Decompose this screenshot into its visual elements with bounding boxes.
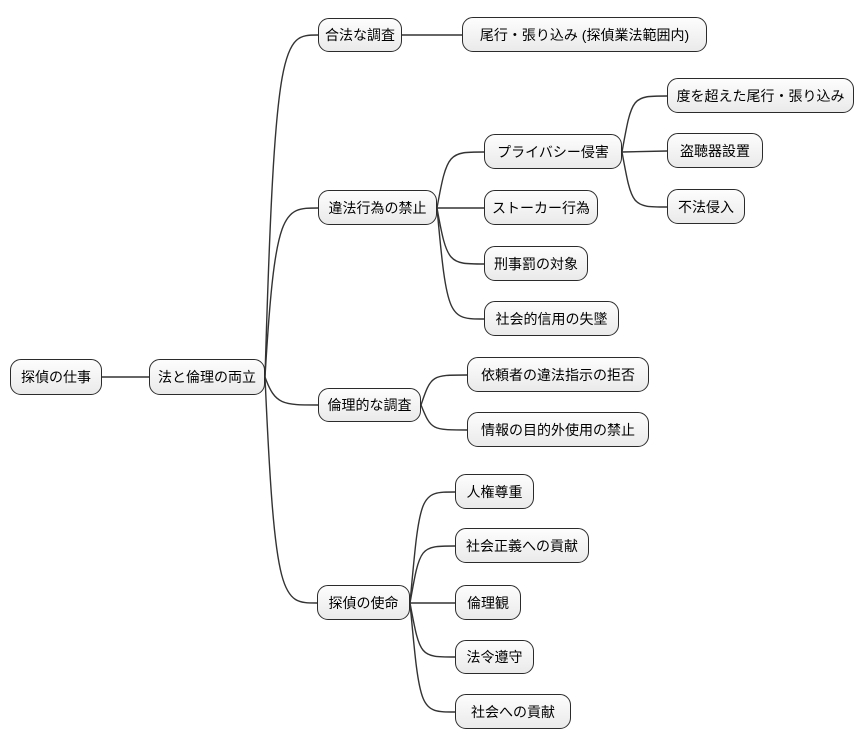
node-criminal-penalty: 刑事罰の対象	[484, 246, 588, 281]
node-excessive-tailing-stakeout: 度を超えた尾行・張り込み	[667, 78, 854, 113]
node-social-justice-contribution: 社会正義への貢献	[455, 528, 589, 563]
node-refuse-illegal-instructions: 依頼者の違法指示の拒否	[467, 357, 649, 392]
node-detective-work: 探偵の仕事	[10, 359, 102, 395]
edge-illegal-to-trust	[436, 207, 485, 320]
node-contribution-to-society: 社会への貢献	[455, 694, 571, 729]
edge-balance-to-mission	[264, 376, 318, 604]
edge-balance-to-legal	[264, 34, 319, 378]
node-ethical-investigation: 倫理的な調査	[318, 388, 421, 422]
edge-privacy-to-trespass	[621, 151, 668, 208]
edge-illegal-to-privacy	[436, 151, 485, 209]
edge-illegal-to-penalty	[436, 207, 485, 265]
edge-mission-to-justice	[409, 545, 456, 604]
node-human-rights-respect: 人権尊重	[455, 474, 534, 509]
node-wiretap-installation: 盗聴器設置	[667, 133, 763, 168]
edge-mission-to-compliance	[409, 602, 456, 658]
node-law-ethics-balance: 法と倫理の両立	[149, 359, 265, 395]
node-tailing-stakeout-legal: 尾行・張り込み (探偵業法範囲内)	[462, 17, 707, 52]
edge-balance-to-illegal	[264, 207, 319, 378]
edge-ethical-to-no-misuse	[420, 404, 468, 431]
node-no-misuse-of-information: 情報の目的外使用の禁止	[467, 412, 649, 447]
edge-ethical-to-refuse	[420, 374, 468, 406]
edge-privacy-to-excessive	[621, 95, 668, 153]
node-legal-compliance: 法令遵守	[455, 640, 534, 674]
node-stalking-behavior: ストーカー行為	[484, 190, 598, 225]
node-trespassing: 不法侵入	[667, 189, 745, 224]
edge-privacy-to-wiretap	[621, 150, 668, 153]
edge-mission-to-human-rights	[409, 491, 456, 604]
node-loss-of-social-trust: 社会的信用の失墜	[484, 301, 619, 336]
node-privacy-violation: プライバシー侵害	[484, 134, 622, 169]
edge-mission-to-society	[409, 602, 456, 713]
node-detective-mission: 探偵の使命	[317, 585, 410, 620]
node-sense-of-ethics: 倫理観	[455, 585, 521, 620]
edge-balance-to-ethical	[264, 376, 319, 406]
node-illegal-acts-prohibition: 違法行為の禁止	[318, 190, 437, 225]
node-legal-investigation: 合法な調査	[318, 18, 402, 52]
